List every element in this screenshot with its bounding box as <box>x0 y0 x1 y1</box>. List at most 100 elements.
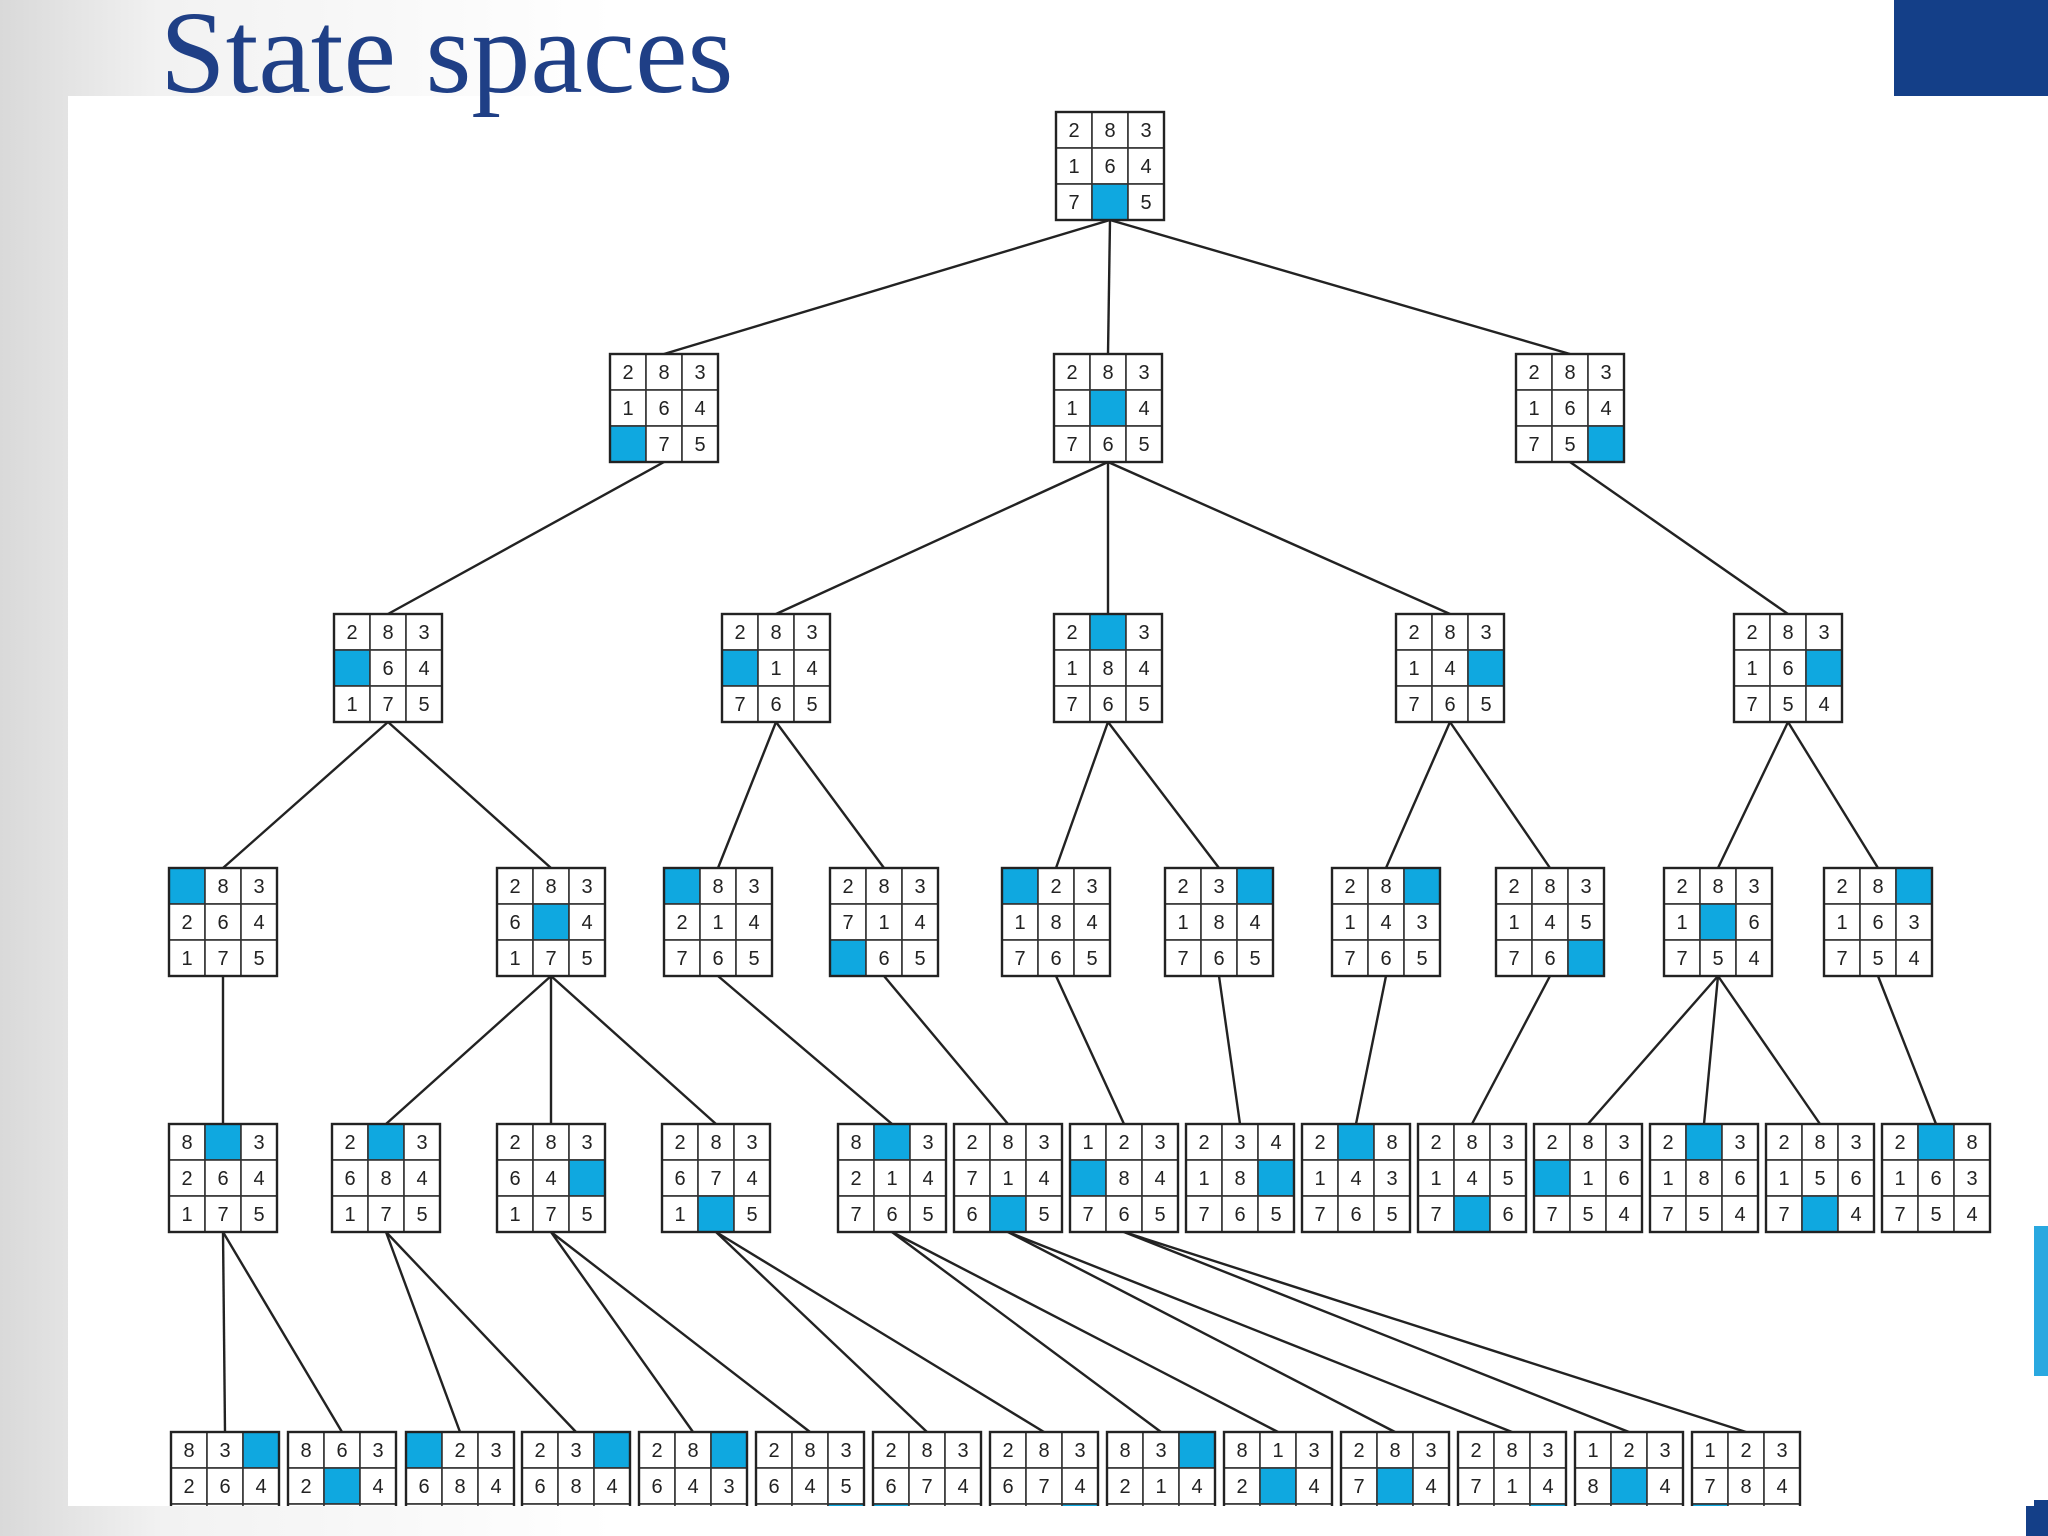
tile <box>1649 1123 1687 1161</box>
tile-number: 3 <box>957 1440 968 1462</box>
tile-number: 7 <box>1546 1204 1557 1226</box>
tree-edge <box>387 721 552 869</box>
tile <box>204 1195 242 1233</box>
tile <box>1295 1431 1333 1469</box>
board-outline <box>660 1122 772 1234</box>
tile <box>1735 939 1773 977</box>
board-outline <box>1394 612 1506 724</box>
tile <box>1431 649 1469 687</box>
tile <box>757 649 795 687</box>
tile-number: 4 <box>922 1168 933 1190</box>
tile-number: 7 <box>1353 1476 1364 1498</box>
tile-number: 7 <box>966 1168 977 1190</box>
tile-number: 3 <box>748 876 759 898</box>
tile-number: 8 <box>1582 1132 1593 1154</box>
tile-number: 7 <box>850 1204 861 1226</box>
board-outline <box>988 1430 1100 1506</box>
tile-number: 5 <box>581 1204 592 1226</box>
board-outline <box>1456 1430 1568 1506</box>
blank-tile <box>1061 1503 1099 1506</box>
tile-number: 1 <box>181 948 192 970</box>
tile <box>793 649 831 687</box>
tile-number: 8 <box>1386 1132 1397 1154</box>
blank-tile <box>1610 1467 1648 1505</box>
tile <box>403 1159 441 1197</box>
tile-number: 6 <box>1850 1168 1861 1190</box>
tile-number: 6 <box>1102 694 1113 716</box>
tile-number: 8 <box>1102 362 1113 384</box>
tile <box>873 1195 911 1233</box>
tile-number: 5 <box>1086 948 1097 970</box>
tile-number: 2 <box>1623 1440 1634 1462</box>
blank-tile <box>663 867 701 905</box>
tile-number: 1 <box>1344 912 1355 934</box>
tile <box>1610 1431 1648 1469</box>
tile-number: 5 <box>1814 1168 1825 1190</box>
tile-number: 1 <box>1002 1168 1013 1190</box>
board-outline <box>169 1430 281 1506</box>
board-outline <box>1339 1430 1451 1506</box>
tile-number: 3 <box>1213 876 1224 898</box>
board-outline <box>1222 1430 1334 1506</box>
tile-number: 1 <box>712 912 723 934</box>
tile-number: 6 <box>1502 1204 1513 1226</box>
tile-number: 1 <box>886 1168 897 1190</box>
blank-tile <box>532 903 570 941</box>
blank-tile <box>1089 613 1127 651</box>
tile-number: 4 <box>1350 1168 1361 1190</box>
tree-edge <box>891 1230 1279 1434</box>
tile <box>287 1503 325 1506</box>
tile-number: 6 <box>1104 156 1115 178</box>
accent-bar <box>1894 0 2048 96</box>
tile <box>240 903 278 941</box>
blank-tile <box>323 1467 361 1505</box>
tile-number: 3 <box>1480 622 1491 644</box>
blank-tile <box>1069 1159 1107 1197</box>
blank-tile <box>168 867 206 905</box>
tile-number: 3 <box>490 1440 501 1462</box>
tile-number: 5 <box>1698 1204 1709 1226</box>
blank-tile <box>242 1431 280 1469</box>
tile <box>204 1159 242 1197</box>
blank-tile <box>204 1123 242 1161</box>
tile-number: 8 <box>1118 1168 1129 1190</box>
tile-number: 2 <box>1528 362 1539 384</box>
tile <box>405 1503 443 1506</box>
board-outline <box>1416 1122 1528 1234</box>
tile-number: 4 <box>1074 1476 1085 1498</box>
blank-tile <box>721 649 759 687</box>
tile-number: 8 <box>1104 120 1115 142</box>
tile <box>1953 1159 1991 1197</box>
tile-number: 4 <box>1734 1204 1745 1226</box>
tile-number: 2 <box>1508 876 1519 898</box>
tile <box>557 1467 595 1505</box>
tile <box>496 1195 534 1233</box>
tile-number: 5 <box>1872 948 1883 970</box>
tile-number: 4 <box>1191 1476 1202 1498</box>
tile-number: 3 <box>1138 622 1149 644</box>
tile-number: 8 <box>1698 1168 1709 1190</box>
tile-number: 3 <box>1659 1440 1670 1462</box>
tile-number: 1 <box>1676 912 1687 934</box>
tile <box>1721 1195 1759 1233</box>
tile-number: 3 <box>1425 1440 1436 1462</box>
tree-edge <box>717 975 893 1125</box>
board-outline <box>495 1122 607 1234</box>
tile <box>1721 1159 1759 1197</box>
tile-number: 2 <box>850 1168 861 1190</box>
tile-number: 1 <box>509 1204 520 1226</box>
tile <box>1691 1467 1729 1505</box>
tile-number: 2 <box>300 1476 311 1498</box>
tile <box>557 1503 595 1506</box>
tile <box>1178 1467 1216 1505</box>
tile-number: 1 <box>1746 658 1757 680</box>
tile-number: 2 <box>674 1132 685 1154</box>
board-outline <box>754 1430 866 1506</box>
tile-number: 4 <box>606 1476 617 1498</box>
board-outline <box>1732 612 1844 724</box>
tile-number: 6 <box>1350 1204 1361 1226</box>
